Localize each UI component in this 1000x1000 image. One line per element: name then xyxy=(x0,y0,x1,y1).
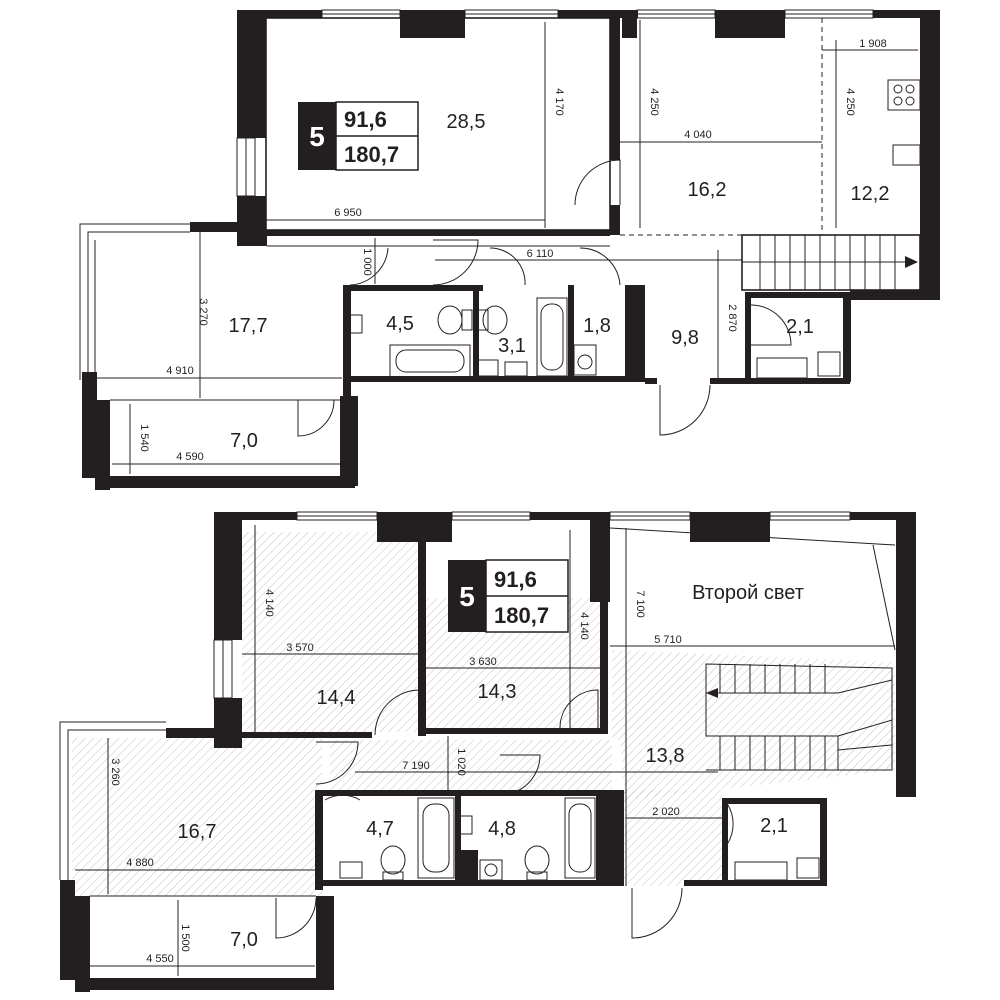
dim-3260: 3 260 xyxy=(109,758,121,786)
lower-windows xyxy=(59,511,851,880)
dim-4140-a: 4 140 xyxy=(263,589,275,617)
dim-6950: 6 950 xyxy=(334,207,362,219)
lower-walls xyxy=(60,512,916,992)
dim-4880: 4 880 xyxy=(126,857,154,869)
lower-dimension-lines xyxy=(75,525,895,976)
dim-2020: 2 020 xyxy=(652,806,680,818)
upper-windows xyxy=(79,9,874,380)
upper-badge-total-area: 180,7 xyxy=(344,142,399,167)
lower-room-areas: 14,4 14,3 13,8 16,7 4,7 4,8 2,1 7,0 xyxy=(178,681,788,951)
lower-badge-rooms: 5 xyxy=(459,581,475,612)
dim-1000: 1 000 xyxy=(361,248,373,276)
area-balcony-lower: 7,0 xyxy=(230,929,258,951)
dim-4040: 4 040 xyxy=(684,129,712,141)
area-loggia: 17,7 xyxy=(229,315,268,337)
area-hall-lower: 13,8 xyxy=(646,745,685,767)
dim-2870: 2 870 xyxy=(726,304,738,332)
upper-room-areas: 28,5 16,2 12,2 17,7 7,0 4,5 3,1 1,8 9,8 … xyxy=(229,111,890,452)
area-laundry: 1,8 xyxy=(583,315,611,337)
upper-dimension-texts: 4 170 6 950 4 250 4 040 1 908 4 250 6 11… xyxy=(138,38,887,463)
dim-1908: 1 908 xyxy=(859,38,887,50)
second-light-label: Второй свет xyxy=(692,582,804,604)
lower-lines xyxy=(90,527,896,939)
area-kitchen-zone: 12,2 xyxy=(851,183,890,205)
upper-lines xyxy=(110,17,921,437)
area-bathroom-lower-2: 4,8 xyxy=(488,818,516,840)
lower-badge-living-area: 91,6 xyxy=(494,567,537,592)
dim-3630: 3 630 xyxy=(469,656,497,668)
area-bathroom: 4,5 xyxy=(386,313,414,335)
upper-badge-rooms: 5 xyxy=(309,121,325,152)
area-closet: 2,1 xyxy=(786,316,814,338)
dim-4590: 4 590 xyxy=(176,451,204,463)
upper-floor-plan: 5 91,6 180,7 28,5 16,2 12,2 17,7 7,0 4,5… xyxy=(79,9,940,490)
dim-1020: 1 020 xyxy=(455,748,467,776)
lower-fixtures xyxy=(339,797,820,881)
upper-walls xyxy=(82,10,940,490)
lower-badge: 5 91,6 180,7 xyxy=(448,559,569,633)
area-wc: 3,1 xyxy=(498,335,526,357)
dim-4550: 4 550 xyxy=(146,953,174,965)
area-living-room: 28,5 xyxy=(447,111,486,133)
dim-1540: 1 540 xyxy=(138,424,150,452)
upper-fixtures xyxy=(347,79,921,379)
area-closet-lower: 2,1 xyxy=(760,815,788,837)
dim-1500: 1 500 xyxy=(179,924,191,952)
lower-floor-plan: 5 91,6 180,7 Второй свет 14,4 14,3 13,8 … xyxy=(59,511,916,992)
dim-4170: 4 170 xyxy=(553,88,565,116)
lower-dimension-texts: 4 140 3 570 3 630 4 140 7 100 5 710 1 02… xyxy=(109,589,682,965)
dim-6110: 6 110 xyxy=(527,248,554,260)
dim-4250-a: 4 250 xyxy=(648,88,660,116)
dim-7190: 7 190 xyxy=(402,760,430,772)
upper-badge: 5 91,6 180,7 xyxy=(298,101,419,171)
dim-4910: 4 910 xyxy=(166,365,194,377)
lower-stair xyxy=(705,663,893,771)
lower-badge-total-area: 180,7 xyxy=(494,603,549,628)
area-bathroom-lower-1: 4,7 xyxy=(366,818,394,840)
area-kitchen: 16,2 xyxy=(688,179,727,201)
area-balcony: 7,0 xyxy=(230,430,258,452)
area-bedroom-1: 14,4 xyxy=(317,687,356,709)
upper-stair xyxy=(742,235,918,290)
upper-dimension-lines xyxy=(97,20,918,474)
dim-3570: 3 570 xyxy=(286,642,314,654)
dim-4250-b: 4 250 xyxy=(844,88,856,116)
area-bedroom-2: 14,3 xyxy=(478,681,517,703)
dim-3270: 3 270 xyxy=(197,298,209,326)
dim-7100: 7 100 xyxy=(634,590,646,618)
upper-badge-living-area: 91,6 xyxy=(344,107,387,132)
dim-4140-b: 4 140 xyxy=(578,612,590,640)
dim-5710: 5 710 xyxy=(654,634,682,646)
area-hall: 9,8 xyxy=(671,327,699,349)
area-bedroom-3: 16,7 xyxy=(178,821,217,843)
